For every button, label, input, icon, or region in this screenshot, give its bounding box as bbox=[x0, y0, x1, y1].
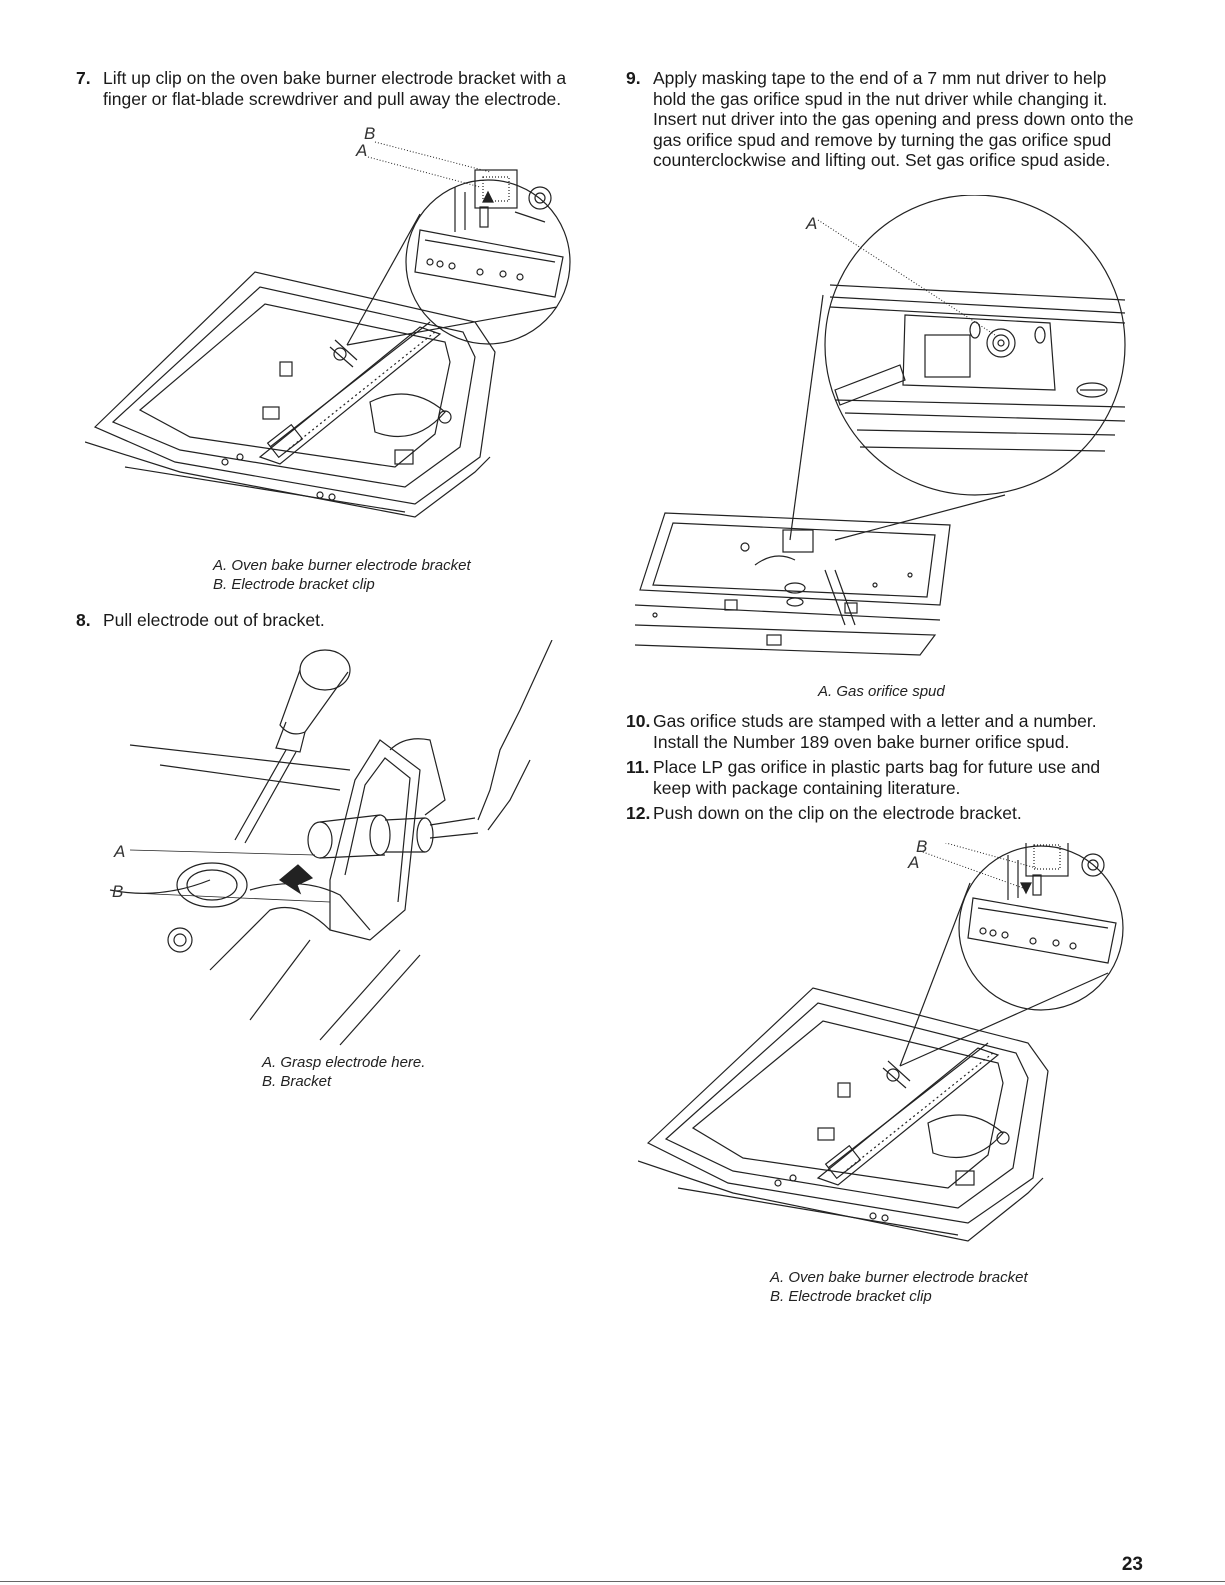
step-9: 9. Apply masking tape to the end of a 7 … bbox=[626, 68, 1136, 171]
figure-label-b: B bbox=[112, 882, 124, 901]
figure-electrode-bracket-push bbox=[638, 843, 1128, 1258]
step-number: 12. bbox=[626, 803, 651, 823]
step-number: 7. bbox=[76, 68, 91, 88]
page-number: 23 bbox=[1121, 1554, 1143, 1575]
caption-line: A. Oven bake burner electrode bracket bbox=[213, 557, 471, 574]
figure-caption: A. Oven bake burner electrode bracket B.… bbox=[770, 1268, 1028, 1306]
caption-line: A. Grasp electrode here. bbox=[262, 1054, 426, 1071]
caption-line: A. Gas orifice spud bbox=[818, 683, 945, 700]
step-text: Apply masking tape to the end of a 7 mm … bbox=[653, 68, 1134, 170]
figure-label-a: A bbox=[114, 842, 126, 861]
step-12: 12. Push down on the clip on the electro… bbox=[626, 803, 1136, 824]
step-number: 8. bbox=[76, 610, 91, 630]
step-8: 8. Pull electrode out of bracket. bbox=[76, 610, 596, 631]
figure-label-b: B bbox=[364, 124, 376, 143]
step-11: 11. Place LP gas orifice in plastic part… bbox=[626, 757, 1136, 798]
step-7: 7. Lift up clip on the oven bake burner … bbox=[76, 68, 596, 109]
figure-label-a: A bbox=[806, 214, 818, 233]
figure-label-b: B bbox=[916, 837, 928, 856]
caption-line: A. Oven bake burner electrode bracket bbox=[770, 1269, 1028, 1286]
caption-line: B. Bracket bbox=[262, 1073, 332, 1090]
caption-line: B. Electrode bracket clip bbox=[213, 576, 375, 593]
step-text: Lift up clip on the oven bake burner ele… bbox=[103, 68, 567, 109]
figure-electrode-bracket-lift bbox=[85, 112, 575, 522]
step-text: Gas orifice studs are stamped with a let… bbox=[653, 711, 1097, 752]
figure-gas-orifice-spud bbox=[635, 195, 1135, 670]
step-number: 9. bbox=[626, 68, 641, 88]
step-number: 11. bbox=[626, 757, 650, 777]
step-text: Push down on the clip on the electrode b… bbox=[653, 803, 1022, 823]
figure-caption: A. Gas orifice spud bbox=[818, 682, 945, 701]
figure-caption: A. Oven bake burner electrode bracket B.… bbox=[213, 556, 471, 594]
step-text: Pull electrode out of bracket. bbox=[103, 610, 325, 630]
figure-electrode-pull bbox=[100, 640, 570, 1060]
figure-label-a: A bbox=[356, 141, 368, 160]
caption-line: B. Electrode bracket clip bbox=[770, 1288, 932, 1305]
figure-label-a: A bbox=[908, 853, 920, 872]
bottom-rule bbox=[0, 1581, 1225, 1582]
figure-caption: A. Grasp electrode here. B. Bracket bbox=[262, 1053, 425, 1091]
step-10: 10. Gas orifice studs are stamped with a… bbox=[626, 711, 1136, 752]
step-number: 10. bbox=[626, 711, 651, 731]
step-text: Place LP gas orifice in plastic parts ba… bbox=[653, 757, 1101, 798]
